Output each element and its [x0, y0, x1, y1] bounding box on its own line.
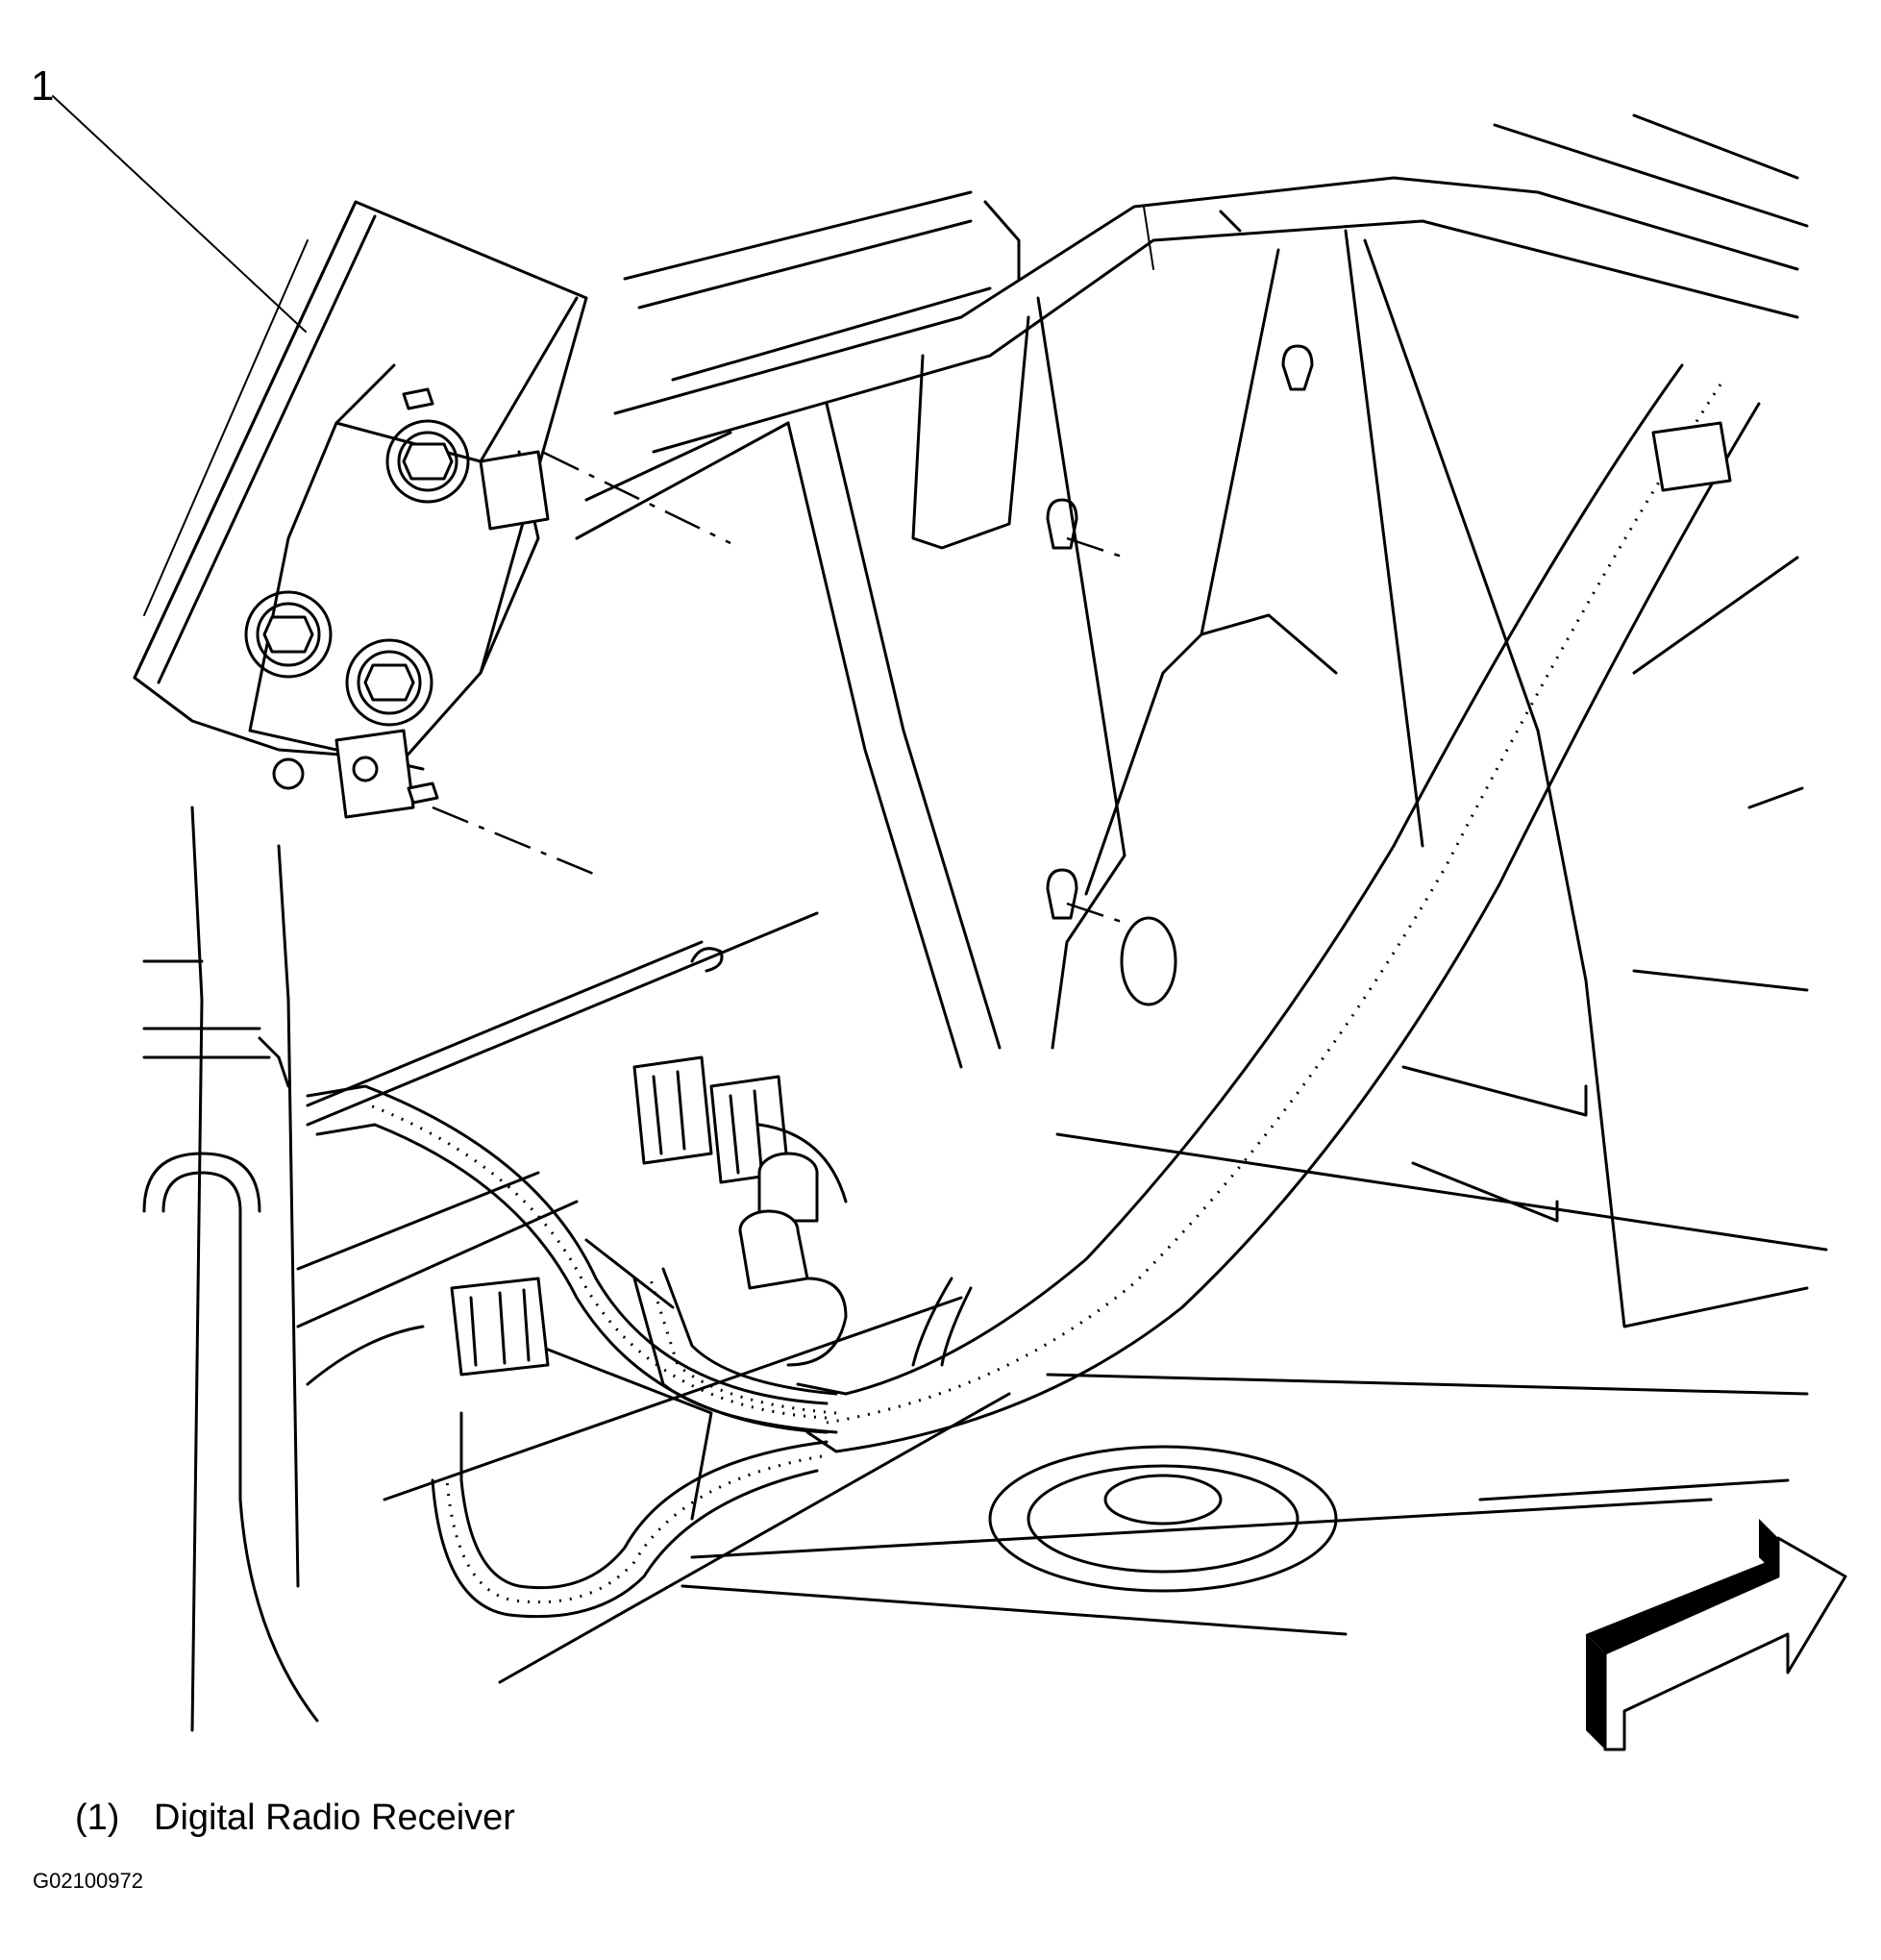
digital-radio-receiver: [133, 200, 588, 819]
body-panels: [142, 113, 1828, 1732]
legend-item-number: (1): [75, 1798, 120, 1838]
callout-number: 1: [31, 62, 55, 110]
installation-locator-lines: [422, 392, 1126, 925]
callout-leader-line: [52, 95, 307, 333]
legend-item-label: Digital Radio Receiver: [154, 1798, 515, 1838]
legend: (1) Digital Radio Receiver: [75, 1799, 515, 1836]
wiring-harness: [306, 363, 1761, 1619]
figure-id: G02100972: [33, 1869, 143, 1893]
forward-arrow-icon: [1586, 1519, 1847, 1751]
